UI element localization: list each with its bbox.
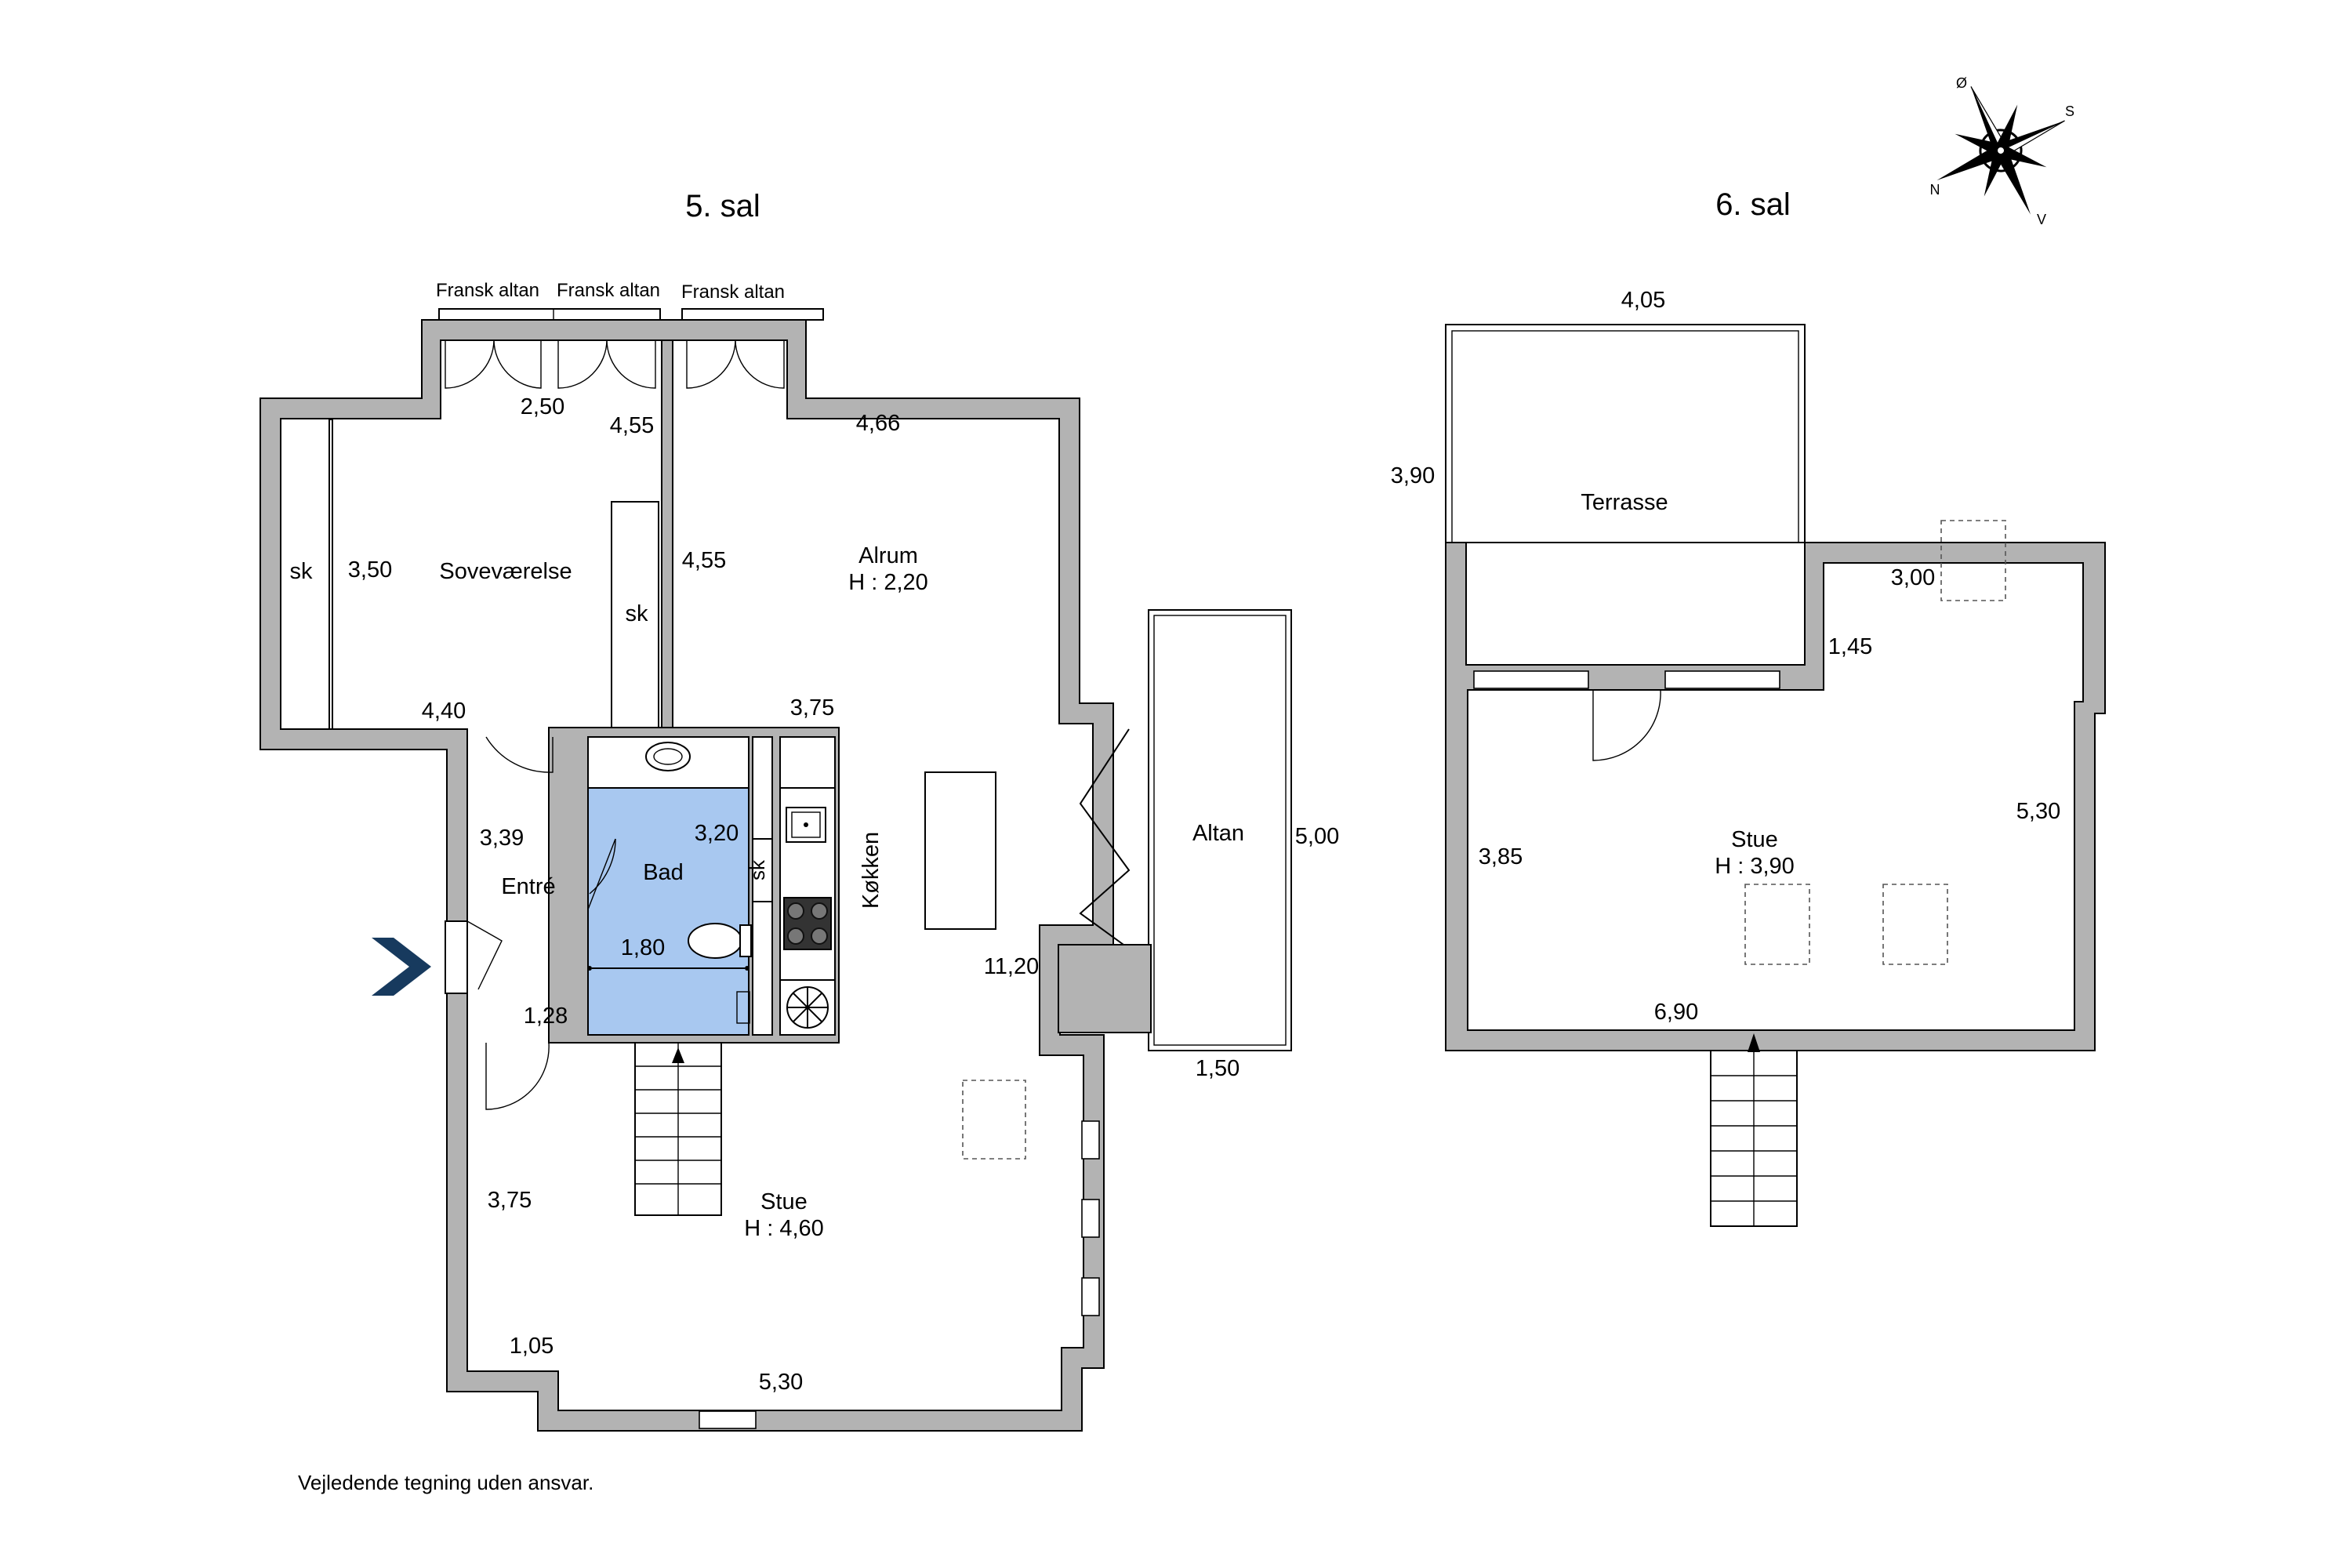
dim-label: 2,50	[521, 394, 564, 419]
closet-label: sk	[746, 859, 769, 880]
floor-6-title: 6. sal	[1715, 187, 1791, 222]
front-door-frame	[445, 920, 468, 994]
dim-label: 3,85	[1479, 844, 1523, 869]
dim-label: 1,45	[1828, 634, 1872, 659]
kitchen-island	[924, 771, 996, 930]
compass-label: N	[1930, 182, 1940, 198]
floor-5-walls	[260, 319, 1114, 1432]
closet-label: sk	[626, 601, 649, 626]
dim-label: 4,40	[422, 699, 466, 724]
wall-bedroom-alrum	[661, 339, 673, 733]
dim-label: 1,50	[1196, 1056, 1240, 1081]
dim-label: 4,66	[856, 411, 900, 436]
folding-doors	[1079, 728, 1131, 949]
shower-fixture-icon	[736, 991, 750, 1024]
floor-6: 6. sal 4,05 3,90 Terrasse 3,00 1,45 5,30…	[1391, 187, 2106, 1227]
fransk-altan-doors	[445, 339, 785, 389]
closet-label: sk	[290, 559, 314, 584]
dim-label: 3,50	[348, 557, 392, 583]
staircase-floor-5	[634, 1042, 722, 1216]
bathroom-floor	[587, 787, 750, 1036]
dim-label: 3,20	[695, 821, 739, 846]
room-label-bathroom: Bad	[643, 860, 684, 885]
dim-label: 5,30	[2016, 799, 2060, 824]
terrace-door	[1592, 689, 1661, 761]
compass-rose-icon	[1936, 86, 2065, 215]
room-label-terrace: Terrasse	[1581, 490, 1668, 515]
terrace-window-left	[1473, 670, 1589, 689]
dim-label: 1,80	[621, 935, 665, 960]
dim-label: 5,30	[759, 1370, 803, 1395]
dim-label: 3,00	[1891, 565, 1935, 590]
stue-door	[485, 1042, 550, 1110]
dim-label: 4,55	[682, 548, 726, 573]
fransk-altan-label: Fransk altan	[681, 281, 785, 303]
toilet-icon	[688, 923, 742, 959]
dim-label: 3,90	[1391, 463, 1435, 488]
dim-label: 1,05	[510, 1334, 554, 1359]
bath-storage-strip	[752, 736, 773, 1036]
room-label-bedroom: Soveværelse	[439, 559, 572, 584]
skylight-6-left	[1744, 884, 1810, 965]
floor-6-walls	[1445, 542, 2106, 1051]
room-label-alrum: Alrum	[858, 543, 918, 568]
fransk-altan-label: Fransk altan	[436, 280, 539, 301]
room-label-altan: Altan	[1192, 821, 1244, 846]
room-label-kitchen: Køkken	[858, 832, 884, 909]
compass-label: Ø	[1956, 75, 1967, 91]
bedroom-door	[485, 736, 554, 773]
dim-label: 4,05	[1621, 288, 1665, 313]
balcony-altan	[1148, 609, 1292, 1051]
floor-5-title: 5. sal	[685, 189, 760, 223]
dim-label: 1,28	[524, 1004, 568, 1029]
skylight-5-stue	[962, 1080, 1026, 1160]
balcony-pillar	[1058, 944, 1152, 1033]
disclaimer-text: Vejledende tegning uden ansvar.	[298, 1471, 593, 1494]
room-label-entre: Entré	[501, 874, 555, 899]
bath-sink-area	[587, 736, 750, 789]
fransk-altan-frames	[438, 308, 824, 321]
fransk-altan-label: Fransk altan	[557, 280, 660, 301]
skylight-6-right	[1882, 884, 1948, 965]
dim-label: 6,90	[1654, 1000, 1698, 1025]
floor-5: 5. sal Fransk altan Fransk altan Fransk …	[260, 189, 1339, 1432]
bathroom-sink-icon	[645, 742, 691, 771]
terrace-window-right	[1664, 670, 1780, 689]
dim-label: 3,75	[488, 1188, 532, 1213]
entrance-chevron-icon	[372, 938, 431, 996]
stue-window-bottom	[699, 1410, 757, 1429]
terrace	[1445, 324, 1806, 543]
bath-door	[587, 838, 616, 910]
dim-label: 11,20	[984, 954, 1039, 979]
compass-label: S	[2065, 103, 2074, 119]
room-height-alrum: H : 2,20	[848, 570, 928, 595]
front-door	[466, 920, 503, 990]
staircase-floor-6	[1710, 1033, 1798, 1227]
kitchen-counter	[779, 736, 836, 1036]
dim-label: 5,00	[1295, 824, 1339, 849]
room-label-stue: Stue	[760, 1189, 808, 1214]
room-height-stue: H : 4,60	[744, 1216, 824, 1241]
stue-windows-right	[1081, 1120, 1100, 1316]
room-height-stue-6: H : 3,90	[1715, 854, 1795, 879]
closet-divider-left	[328, 419, 333, 730]
dim-label: 3,75	[790, 695, 834, 720]
compass-label: V	[2037, 212, 2046, 227]
dim-label: 4,55	[610, 413, 654, 438]
dim-label: 3,39	[480, 826, 524, 851]
kitchen-sink-icon	[786, 807, 826, 843]
skylight-6-top	[1940, 520, 2006, 601]
room-label-stue-6: Stue	[1731, 827, 1778, 852]
